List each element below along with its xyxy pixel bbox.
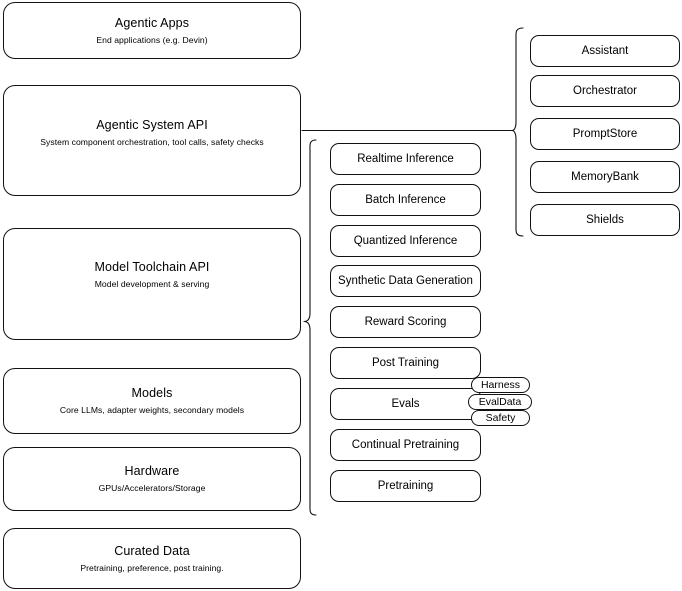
eval-badge-harness[interactable]: Harness (471, 377, 530, 393)
toolchain-item-evals[interactable]: Evals (330, 388, 481, 420)
system-item-promptstore[interactable]: PromptStore (530, 118, 680, 150)
layer-title: Model Toolchain API (94, 260, 210, 274)
layer-text-curated-data: Curated Data Pretraining, preference, po… (80, 544, 223, 574)
eval-badge-label: Harness (480, 379, 521, 391)
eval-badge-evaldata[interactable]: EvalData (468, 394, 532, 410)
layer-subtitle: GPUs/Accelerators/Storage (98, 483, 206, 493)
layer-text-hardware: Hardware GPUs/Accelerators/Storage (99, 464, 206, 494)
layer-box-agentic-apps[interactable]: Agentic Apps End applications (e.g. Devi… (3, 2, 301, 59)
layer-subtitle: Core LLMs, adapter weights, secondary mo… (59, 405, 245, 415)
toolchain-item-reward-scoring[interactable]: Reward Scoring (330, 306, 481, 338)
toolchain-item-continual-pretraining[interactable]: Continual Pretraining (330, 429, 481, 461)
system-item-label: MemoryBank (571, 171, 639, 183)
layer-box-curated-data[interactable]: Curated Data Pretraining, preference, po… (3, 528, 301, 589)
layer-subtitle: End applications (e.g. Devin) (96, 34, 208, 45)
layer-title: Agentic System API (96, 117, 208, 132)
toolchain-item-label: Quantized Inference (353, 235, 458, 247)
layer-box-hardware[interactable]: Hardware GPUs/Accelerators/Storage (3, 447, 301, 511)
toolchain-item-label: Reward Scoring (364, 316, 447, 328)
system-item-label: Orchestrator (573, 85, 637, 97)
eval-badge-label: Safety (485, 412, 516, 424)
toolchain-item-realtime-inference[interactable]: Realtime Inference (330, 143, 481, 175)
layer-subtitle: Pretraining, preference, post training. (80, 562, 224, 573)
toolchain-item-label: Continual Pretraining (351, 439, 460, 451)
toolchain-item-label: Realtime Inference (357, 153, 454, 165)
layer-box-models[interactable]: Models Core LLMs, adapter weights, secon… (3, 368, 301, 434)
toolchain-item-batch-inference[interactable]: Batch Inference (330, 184, 481, 216)
layer-title: Curated Data (114, 543, 190, 558)
layer-subtitle: System component orchestration, tool cal… (40, 136, 264, 147)
toolchain-item-label: Post Training (371, 357, 440, 369)
toolchain-item-label: Batch Inference (365, 194, 446, 206)
layer-subtitle: Model development & serving (94, 279, 210, 289)
system-item-label: Assistant (581, 45, 629, 57)
system-item-label: Shields (586, 214, 624, 226)
layer-text-models: Models Core LLMs, adapter weights, secon… (60, 386, 244, 416)
system-item-assistant[interactable]: Assistant (530, 35, 680, 67)
system-item-memorybank[interactable]: MemoryBank (530, 161, 680, 193)
toolchain-item-label: Evals (391, 398, 420, 410)
layer-text-agentic-system-api: Agentic System API System component orch… (40, 118, 264, 148)
layer-text-agentic-apps: Agentic Apps End applications (e.g. Devi… (96, 16, 207, 46)
layer-title: Hardware (124, 464, 180, 478)
layer-box-agentic-system-api[interactable]: Agentic System API System component orch… (3, 85, 301, 196)
layer-text-model-toolchain-api: Model Toolchain API Model development & … (95, 260, 210, 290)
toolchain-item-label: Pretraining (377, 480, 434, 492)
toolchain-item-post-training[interactable]: Post Training (330, 347, 481, 379)
eval-badge-label: EvalData (478, 396, 522, 408)
eval-badge-safety[interactable]: Safety (471, 410, 530, 426)
system-item-orchestrator[interactable]: Orchestrator (530, 75, 680, 107)
model-toolchain-brace (303, 139, 317, 516)
layer-title: Models (131, 386, 173, 400)
toolchain-item-pretraining[interactable]: Pretraining (330, 470, 481, 502)
layer-box-model-toolchain-api[interactable]: Model Toolchain API Model development & … (3, 228, 301, 340)
agentic-system-brace (511, 27, 524, 237)
toolchain-item-quantized-inference[interactable]: Quantized Inference (330, 225, 481, 257)
system-item-label: PromptStore (572, 128, 638, 140)
toolchain-item-synthetic-data-generation[interactable]: Synthetic Data Generation (330, 265, 481, 297)
layer-title: Agentic Apps (114, 15, 190, 30)
system-item-shields[interactable]: Shields (530, 204, 680, 236)
toolchain-item-label: Synthetic Data Generation (338, 275, 473, 287)
